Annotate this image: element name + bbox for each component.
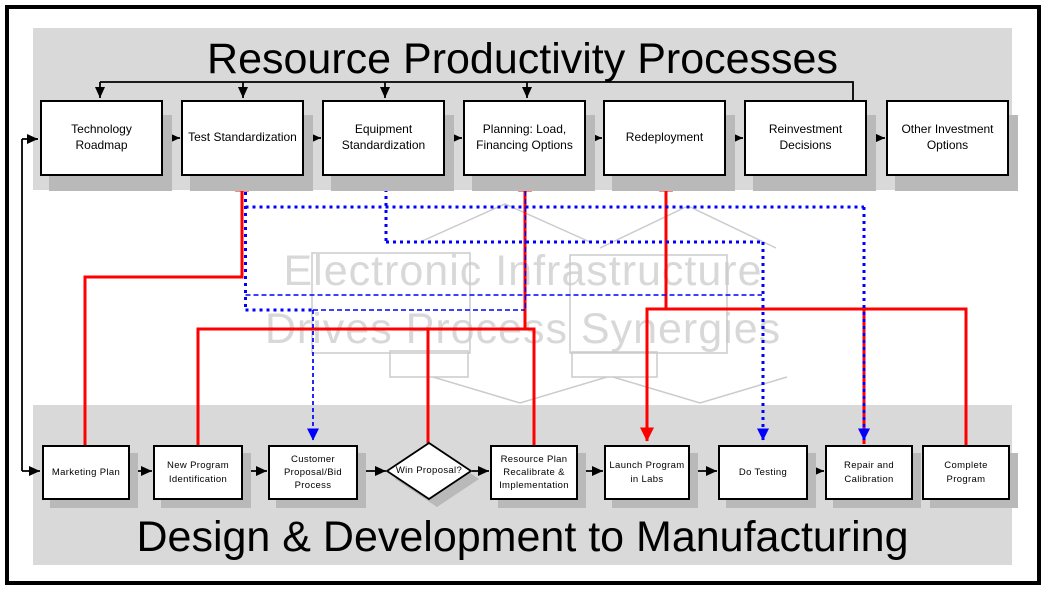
outer-border [5,5,1041,585]
flow-box-marketing-plan: Marketing Plan [42,445,130,500]
decision-label-win-proposal: Win Proposal? [395,465,463,477]
flow-box-customer-proposal-bid: Customer Proposal/Bid Process [268,445,358,500]
flow-box-other-investment-options: Other Investment Options [886,100,1009,176]
bottom-panel-title: Design & Development to Manufacturing [136,513,909,561]
flow-box-new-program-identification: New Program Identification [153,445,243,500]
flow-box-technology-roadmap: Technology Roadmap [40,100,163,176]
flow-box-equipment-standardization: Equipment Standardization [322,100,445,176]
flow-box-redeployment: Redeployment [603,100,726,176]
flow-box-planning-load-financing: Planning: Load, Financing Options [463,100,586,176]
flow-box-repair-and-calibration: Repair and Calibration [825,445,913,500]
flow-box-test-standardization: Test Standardization [181,100,304,176]
flow-box-resource-plan-recalibrate: Resource Plan Recalibrate & Implementati… [490,445,578,500]
flow-box-complete-program: Complete Program [922,445,1010,500]
flow-box-do-testing: Do Testing [718,445,808,500]
flow-box-reinvestment-decisions: Reinvestment Decisions [744,100,867,176]
top-panel-title: Resource Productivity Processes [207,35,838,83]
flow-box-launch-program-in-labs: Launch Program in Labs [604,445,690,500]
